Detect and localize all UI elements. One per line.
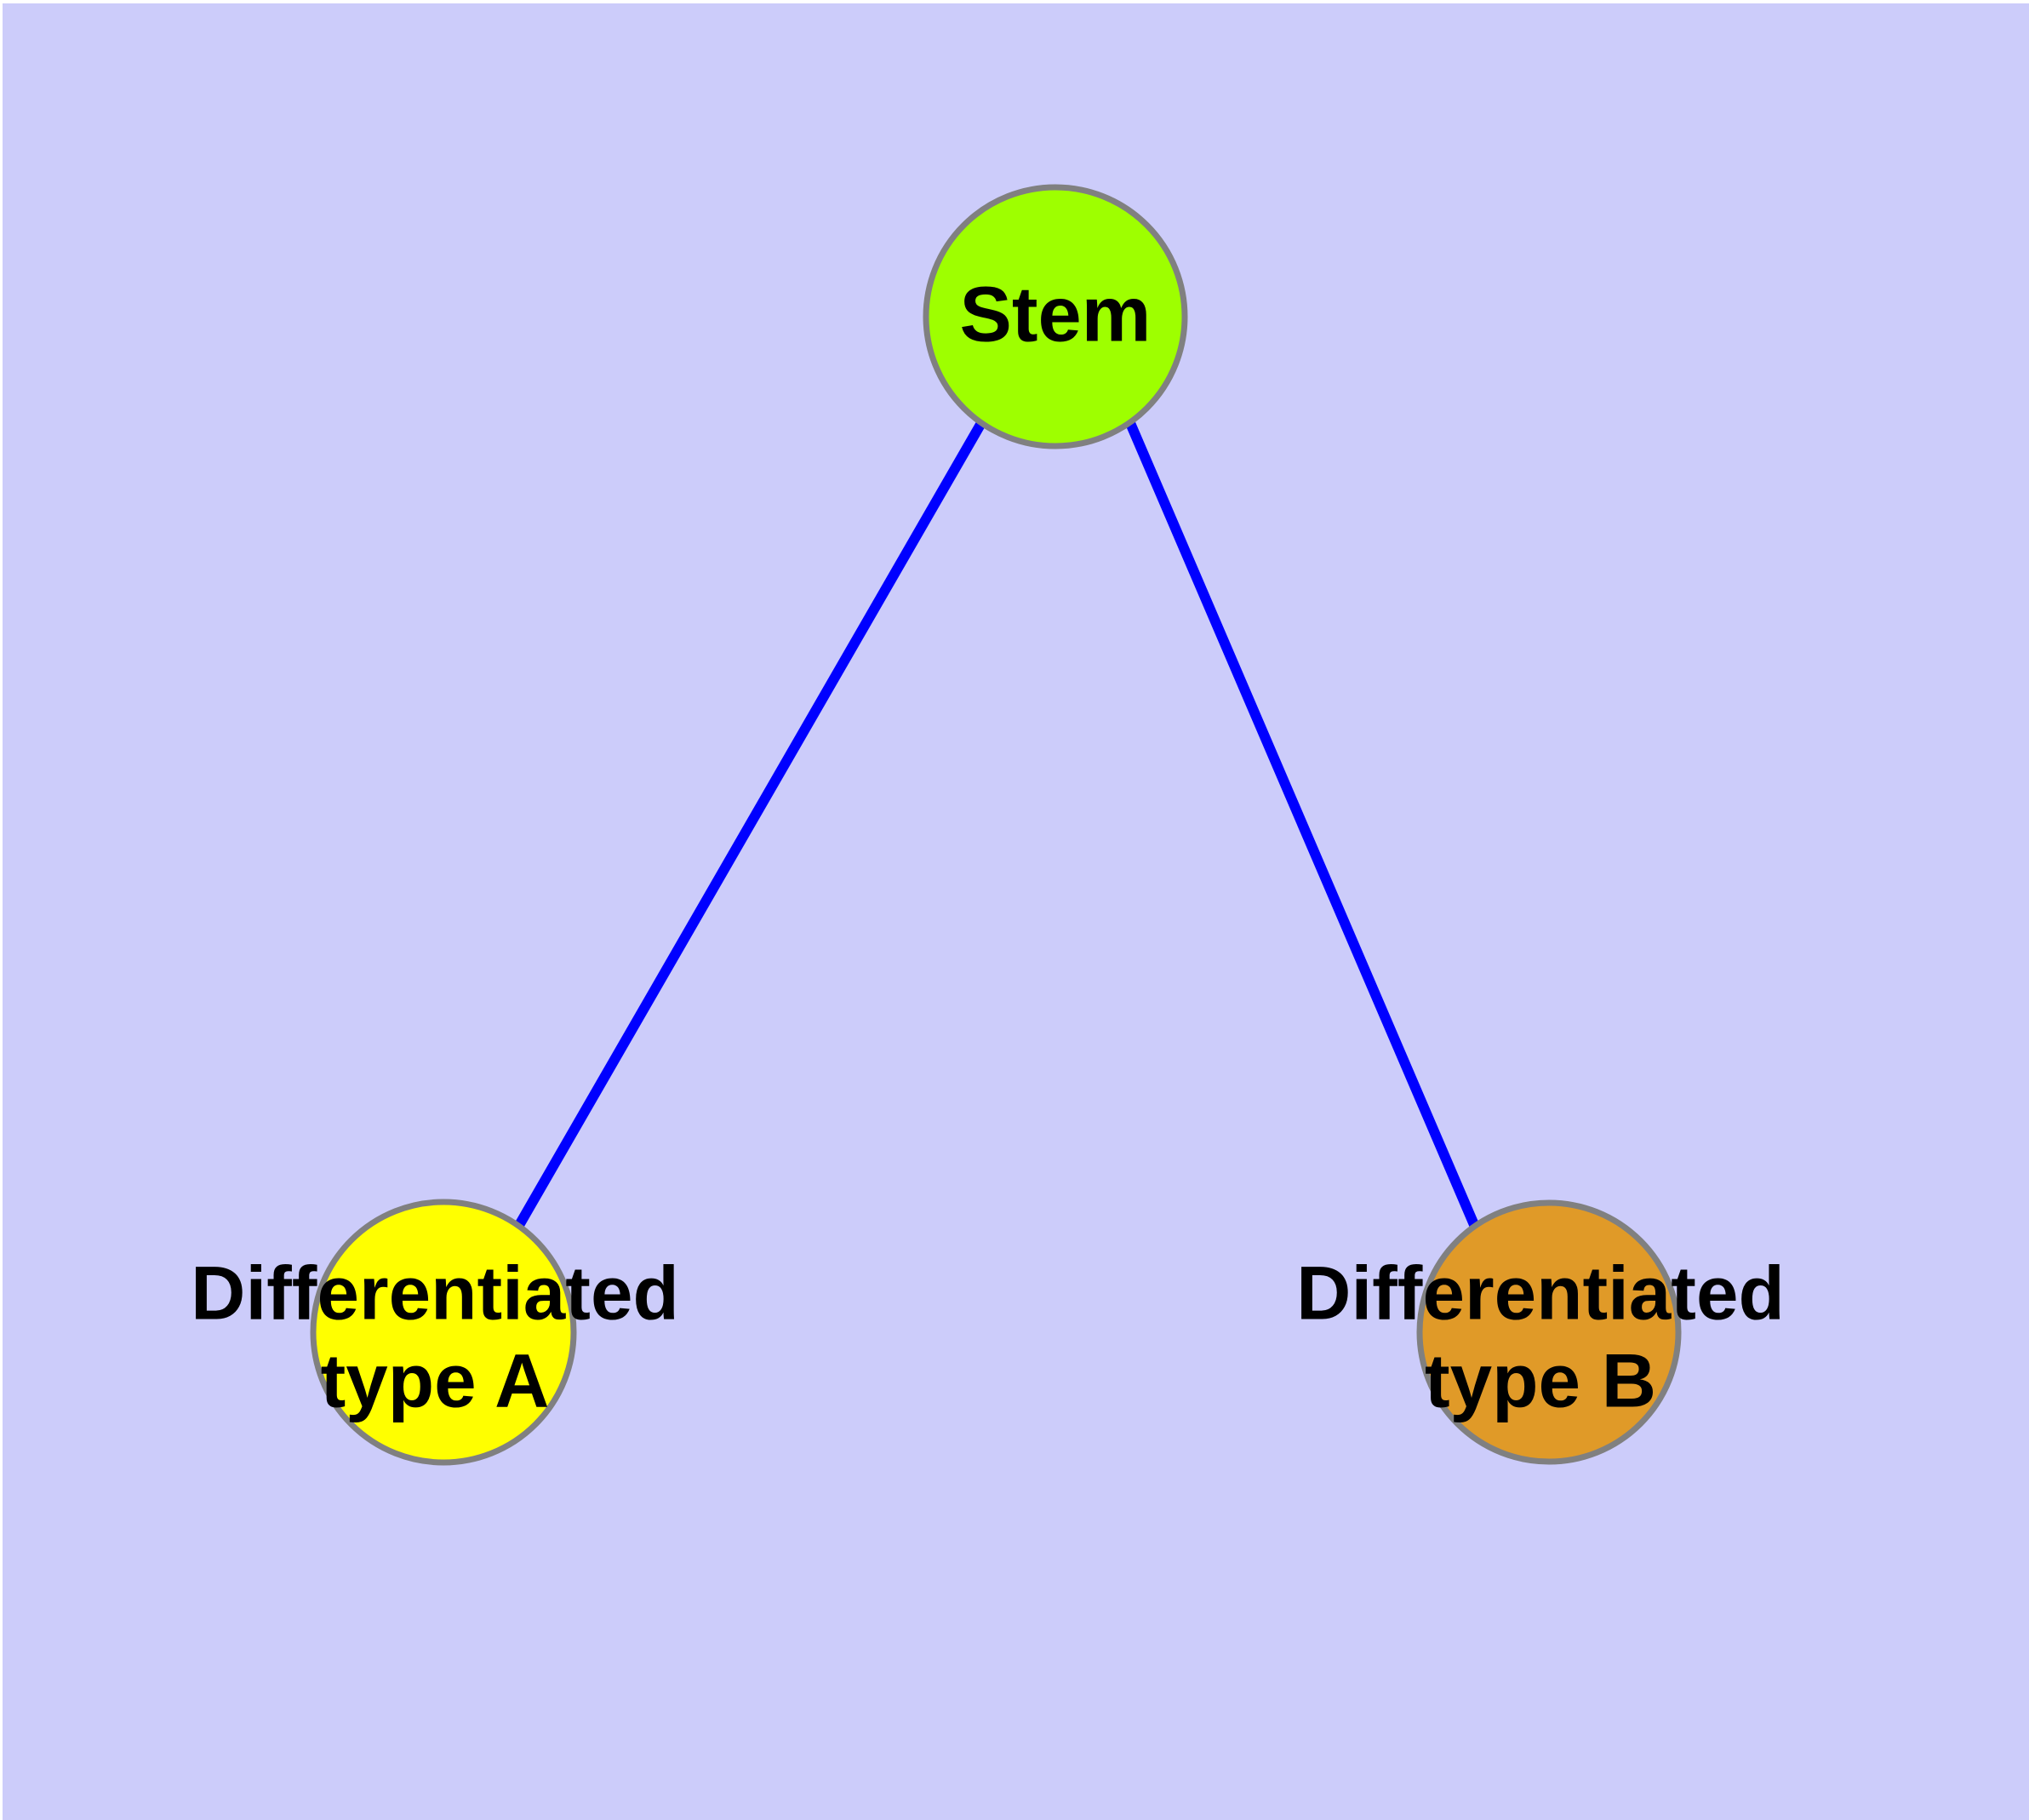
edge-stem-to-differentiated-type-a[interactable] — [513, 421, 986, 1229]
node-stem[interactable]: Stem — [923, 184, 1188, 449]
node-stem-circle[interactable] — [923, 184, 1188, 449]
node-differentiated-type-b-label-line1: Differentiated — [1296, 1251, 1785, 1336]
node-differentiated-type-b[interactable]: Differentiated type B — [1296, 1199, 1785, 1465]
node-stem-label: Stem — [960, 271, 1152, 358]
edge-layer — [513, 421, 1480, 1229]
graph-svg: Stem Differentiated type A Differentiate… — [191, 184, 1785, 1466]
node-differentiated-type-b-circle[interactable] — [1416, 1199, 1682, 1465]
node-differentiated-type-a[interactable]: Differentiated type A — [191, 1199, 679, 1466]
node-differentiated-type-a-label-line1: Differentiated — [191, 1251, 679, 1336]
node-differentiated-type-a-label-line2: type A — [321, 1338, 550, 1423]
edge-stem-to-differentiated-type-b[interactable] — [1125, 421, 1480, 1229]
node-differentiated-type-b-label-line2: type B — [1425, 1338, 1656, 1423]
diagram-background: Stem Differentiated type A Differentiate… — [3, 3, 2029, 1820]
node-differentiated-type-a-circle[interactable] — [310, 1199, 577, 1466]
